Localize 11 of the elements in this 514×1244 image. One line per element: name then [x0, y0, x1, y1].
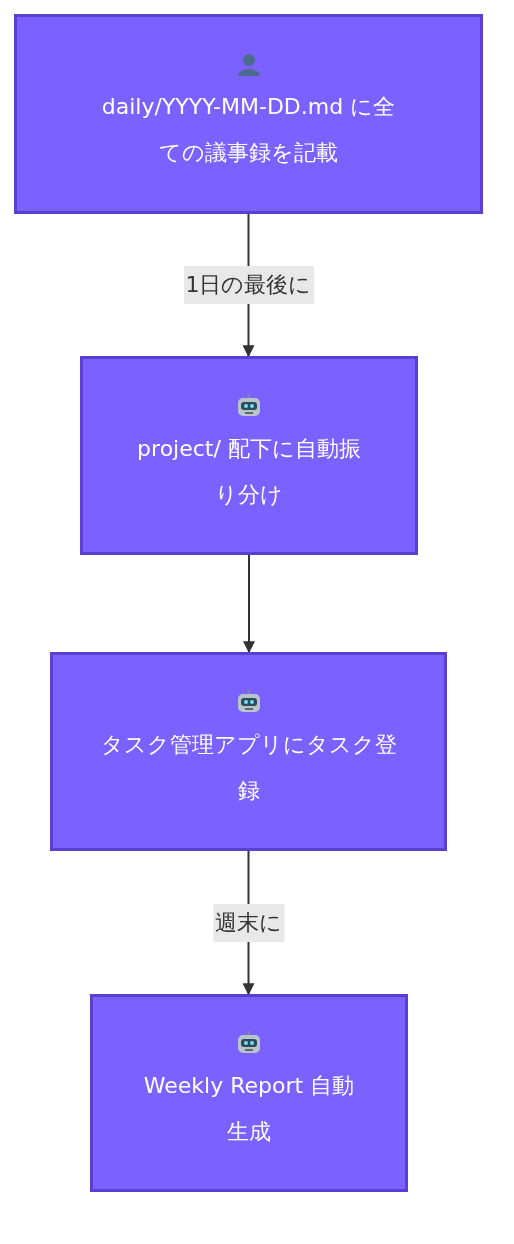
node-text: project/ 配下に自動振り分け — [136, 434, 362, 509]
process-box — [90, 994, 408, 1192]
edge-label: 週末に — [213, 903, 284, 942]
node-text: Weekly Report 自動生成 — [142, 1072, 356, 1146]
process-box — [50, 652, 447, 851]
node-text: タスク管理アプリにタスク登録 — [99, 730, 398, 805]
process-box — [14, 14, 483, 214]
node-text: daily/YYYY-MM-DD.md に全ての議事録を記載 — [100, 93, 397, 167]
edge-label: 1日の最後に — [183, 266, 314, 304]
arrow — [243, 554, 255, 654]
process-box — [80, 356, 418, 555]
